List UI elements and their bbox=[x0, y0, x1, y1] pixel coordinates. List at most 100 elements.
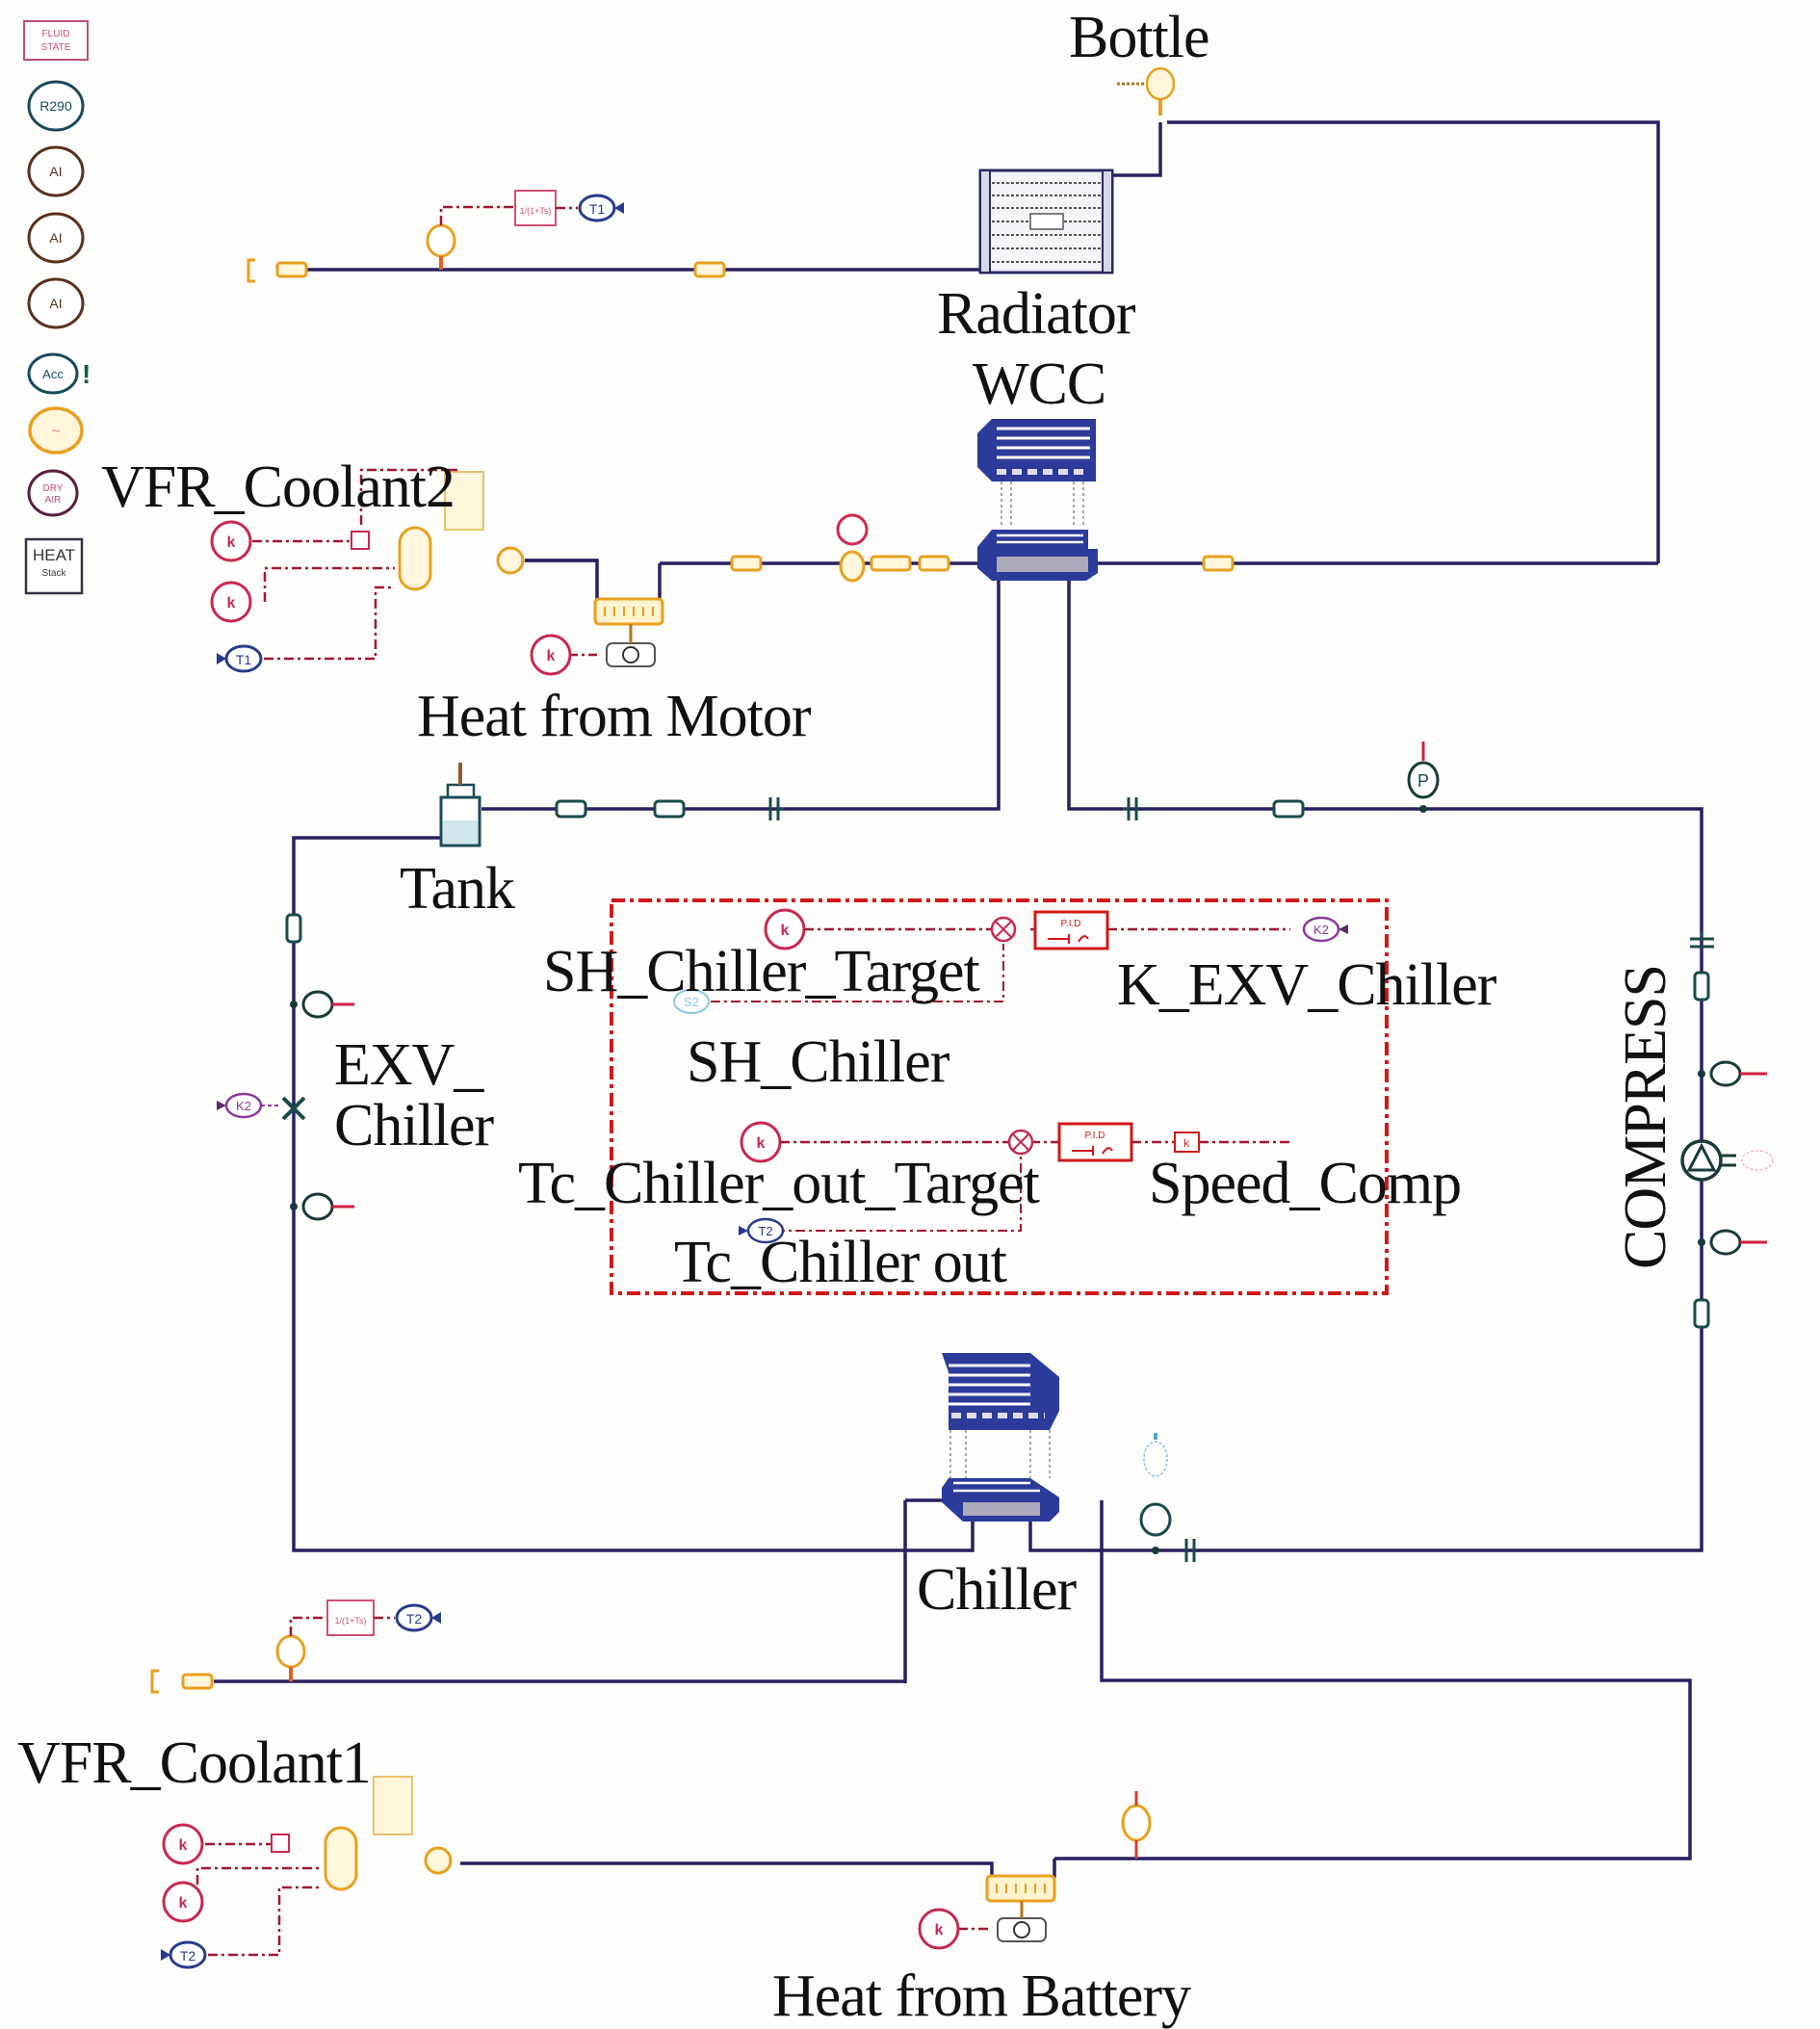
flow-source-icon[interactable] bbox=[398, 471, 484, 591]
pipe-chiller-right[interactable] bbox=[1054, 1500, 1692, 1860]
bottle-label: Bottle bbox=[1069, 5, 1210, 70]
palette-accumulator[interactable]: Acc ! bbox=[27, 352, 91, 395]
coolant-ports bbox=[181, 261, 1235, 1690]
port-icon[interactable] bbox=[693, 261, 726, 278]
k-label: k bbox=[935, 1922, 944, 1938]
palette-air[interactable]: AI bbox=[27, 145, 85, 197]
tee-icon[interactable] bbox=[1184, 1539, 1196, 1562]
motor-heat-exchanger[interactable] bbox=[593, 597, 664, 667]
boundary-icon[interactable] bbox=[247, 258, 255, 283]
tank-component[interactable] bbox=[439, 763, 481, 847]
tc-pid-block[interactable]: P.I.D bbox=[1057, 1122, 1133, 1162]
lag-filter-label: 1/(1+Ts) bbox=[335, 1616, 367, 1626]
pipe-radiator-bottle[interactable] bbox=[1112, 122, 1162, 177]
wcc-component[interactable] bbox=[977, 419, 1098, 581]
constant-source-icon[interactable] bbox=[210, 520, 252, 562]
port-icon[interactable] bbox=[730, 555, 763, 572]
pressure-sensor[interactable]: P bbox=[1407, 741, 1440, 813]
sh-chiller-label: SH_Chiller bbox=[687, 1029, 949, 1095]
temp-sensor-icon[interactable] bbox=[275, 1634, 306, 1681]
tag-s2-input[interactable]: S2 bbox=[673, 989, 710, 1014]
radiator-component[interactable] bbox=[978, 169, 1114, 274]
tag-k2-output[interactable]: K2 bbox=[1302, 916, 1348, 943]
lag-filter-block[interactable] bbox=[326, 1600, 375, 1636]
palette-dry-air[interactable]: DRY AIR bbox=[27, 469, 79, 517]
palette-label: AI bbox=[49, 296, 62, 311]
lag-filter-block[interactable] bbox=[514, 190, 557, 226]
speed-gain-block[interactable]: k bbox=[1174, 1132, 1200, 1153]
tee-icon[interactable] bbox=[1123, 797, 1138, 820]
port-icon[interactable] bbox=[918, 555, 950, 572]
pid-label: P.I.D bbox=[1061, 919, 1081, 929]
multiplier-blocks bbox=[271, 531, 370, 1853]
pipe-lower-coolant-bottom[interactable] bbox=[460, 1859, 1056, 1878]
library-palette: FLUID STATE R290 AI AI AI Acc ! ~ bbox=[23, 20, 91, 595]
palette-air[interactable]: AI bbox=[27, 212, 85, 264]
compressor-component[interactable] bbox=[1680, 1060, 1774, 1256]
palette-fluid-state[interactable]: FLUID STATE bbox=[23, 20, 89, 61]
pipe-chiller-ref-in[interactable] bbox=[900, 1522, 975, 1552]
pipe-segment-icon[interactable] bbox=[1693, 971, 1710, 1001]
palette-label: Acc bbox=[42, 367, 64, 381]
tag-k2-input[interactable]: K2 bbox=[217, 1092, 281, 1119]
tag-t1-input[interactable]: T1 bbox=[217, 644, 263, 673]
palette-label: AI bbox=[49, 164, 62, 179]
temp-sensor-icon[interactable] bbox=[836, 513, 869, 583]
palette-refrigerant[interactable]: R290 bbox=[27, 80, 85, 132]
pipe-chiller-ref-out[interactable] bbox=[1028, 1522, 1194, 1552]
k-exv-chiller-label: K_EXV_Chiller bbox=[1117, 952, 1496, 1018]
tag-t2-controller[interactable]: T2 bbox=[739, 1217, 785, 1244]
multiply-icon[interactable] bbox=[271, 1834, 290, 1853]
junction-icon[interactable] bbox=[555, 799, 587, 819]
constant-source-icon[interactable] bbox=[210, 581, 252, 623]
constant-source-icon[interactable] bbox=[162, 1881, 204, 1923]
tee-icon[interactable] bbox=[768, 797, 784, 820]
tag-t1-output[interactable]: T1 bbox=[578, 194, 624, 222]
speed-comp-label: Speed_Comp bbox=[1149, 1151, 1462, 1216]
temp-sensor-icon[interactable] bbox=[426, 223, 456, 270]
k-label: k bbox=[227, 534, 236, 551]
bottle-component[interactable] bbox=[1117, 66, 1176, 116]
port-icon[interactable] bbox=[870, 555, 912, 572]
pipe-segment-icon[interactable] bbox=[653, 799, 686, 819]
sensor-icon[interactable] bbox=[290, 990, 354, 1019]
controller-box: P.I.D K2 S2 P.I.D k bbox=[610, 898, 1389, 1295]
constant-source-icon[interactable] bbox=[918, 1908, 960, 1950]
sensor-icon[interactable] bbox=[290, 1192, 354, 1221]
tc-chiller-out-target-label: Tc_Chiller_out_Target bbox=[518, 1151, 1040, 1216]
heat-from-battery-label: Heat from Battery bbox=[772, 1964, 1191, 2029]
chiller-component[interactable] bbox=[942, 1353, 1059, 1522]
constant-source-icon[interactable] bbox=[530, 634, 572, 676]
temp-sensor-icon[interactable] bbox=[1121, 1791, 1152, 1859]
pipe-wcc-ref-right[interactable] bbox=[1067, 578, 1703, 1552]
pipe-tank-left[interactable] bbox=[292, 836, 900, 1552]
pipe-segment-icon[interactable] bbox=[285, 913, 302, 944]
battery-heat-exchanger[interactable] bbox=[985, 1874, 1056, 1942]
tee-icon[interactable] bbox=[1690, 931, 1714, 949]
pipes bbox=[214, 120, 1703, 1878]
palette-coolant[interactable]: ~ bbox=[28, 406, 84, 455]
sh-pid-block[interactable]: P.I.D bbox=[1033, 910, 1109, 950]
lag-signal-lines bbox=[374, 206, 578, 1620]
palette-air[interactable]: AI bbox=[27, 277, 85, 329]
pump-icon[interactable] bbox=[496, 546, 525, 575]
constant-source-icon[interactable] bbox=[162, 1823, 204, 1865]
exv-chiller-valve[interactable] bbox=[281, 1096, 306, 1121]
pump-icon[interactable] bbox=[424, 1846, 453, 1875]
multiply-icon[interactable] bbox=[351, 531, 370, 550]
port-icon[interactable] bbox=[1202, 555, 1235, 572]
boundary-icon[interactable] bbox=[150, 1669, 159, 1694]
pipe-bottle-return[interactable] bbox=[1167, 120, 1660, 563]
pipe-segment-icon[interactable] bbox=[1272, 799, 1305, 819]
palette-heat-stack[interactable]: HEAT Stack bbox=[24, 537, 84, 595]
delta-t-sensor[interactable] bbox=[1139, 1433, 1172, 1554]
sh-sum-block[interactable] bbox=[990, 916, 1017, 943]
port-icon[interactable] bbox=[275, 261, 308, 278]
flow-source-icon[interactable] bbox=[324, 1776, 413, 1891]
tag-text: K2 bbox=[1313, 923, 1329, 937]
tc-sum-block[interactable] bbox=[1007, 1129, 1034, 1156]
tag-t2-output[interactable]: T2 bbox=[395, 1603, 441, 1632]
pipe-segment-icon[interactable] bbox=[1693, 1298, 1710, 1329]
port-icon[interactable] bbox=[181, 1673, 214, 1690]
tag-t2-input[interactable]: T2 bbox=[161, 1940, 207, 1969]
